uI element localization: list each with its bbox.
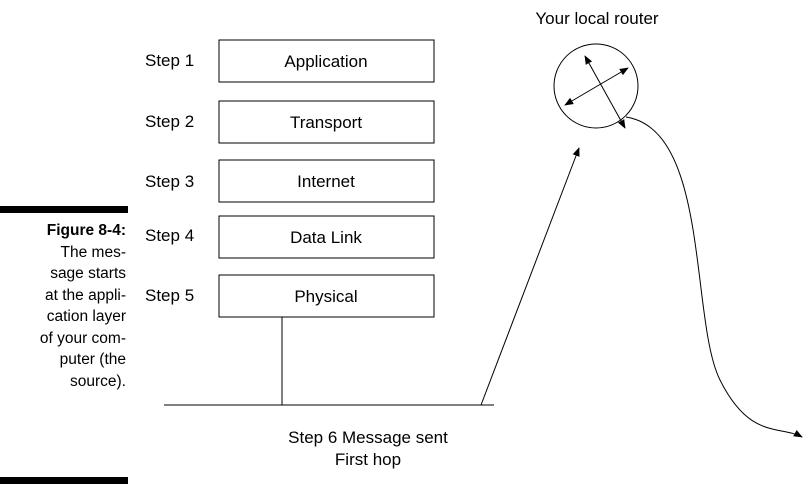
step-label-5: Step 5	[145, 286, 194, 305]
outgoing-curve-arrow	[625, 116, 803, 438]
router-circle	[553, 43, 639, 129]
layer-box-application	[218, 39, 435, 83]
layer-name-application: Application	[284, 52, 367, 71]
router-label: Your local router	[535, 9, 659, 28]
layer-box-internet	[218, 159, 435, 203]
first-hop-label: First hop	[335, 450, 401, 469]
caption-top-rule	[0, 206, 128, 213]
step-label-4: Step 4	[145, 226, 194, 245]
step-label-3: Step 3	[145, 172, 194, 191]
step6-label: Step 6 Message sent	[288, 428, 448, 447]
first-hop-arrow	[480, 147, 580, 406]
router-arrow-diagonal-2	[564, 67, 629, 106]
caption-line-2: sage starts	[50, 265, 126, 282]
layer-box-physical	[218, 274, 435, 318]
router-arrow-diagonal-1	[584, 55, 626, 129]
step-label-2: Step 2	[145, 112, 194, 131]
layer-name-data-link: Data Link	[290, 228, 362, 247]
caption-bottom-rule	[0, 477, 128, 484]
layer-name-transport: Transport	[290, 113, 362, 132]
figure-caption: Figure 8-4: The mes- sage starts at the …	[0, 220, 126, 392]
step-label-1: Step 1	[145, 51, 194, 70]
caption-line-3: at the appli-	[45, 286, 126, 304]
layer-box-data-link	[218, 215, 435, 259]
layer-name-physical: Physical	[294, 287, 357, 306]
layer-box-transport	[218, 100, 435, 144]
caption-line-5: of your com-	[39, 329, 126, 347]
caption-line-7: source).	[70, 372, 126, 390]
caption-line-1: The mes-	[60, 243, 126, 261]
figure-label: Figure 8-4:	[46, 222, 126, 239]
caption-line-6: puter (the	[59, 351, 126, 368]
layer-name-internet: Internet	[297, 172, 355, 191]
caption-line-4: cation layer	[46, 308, 126, 325]
